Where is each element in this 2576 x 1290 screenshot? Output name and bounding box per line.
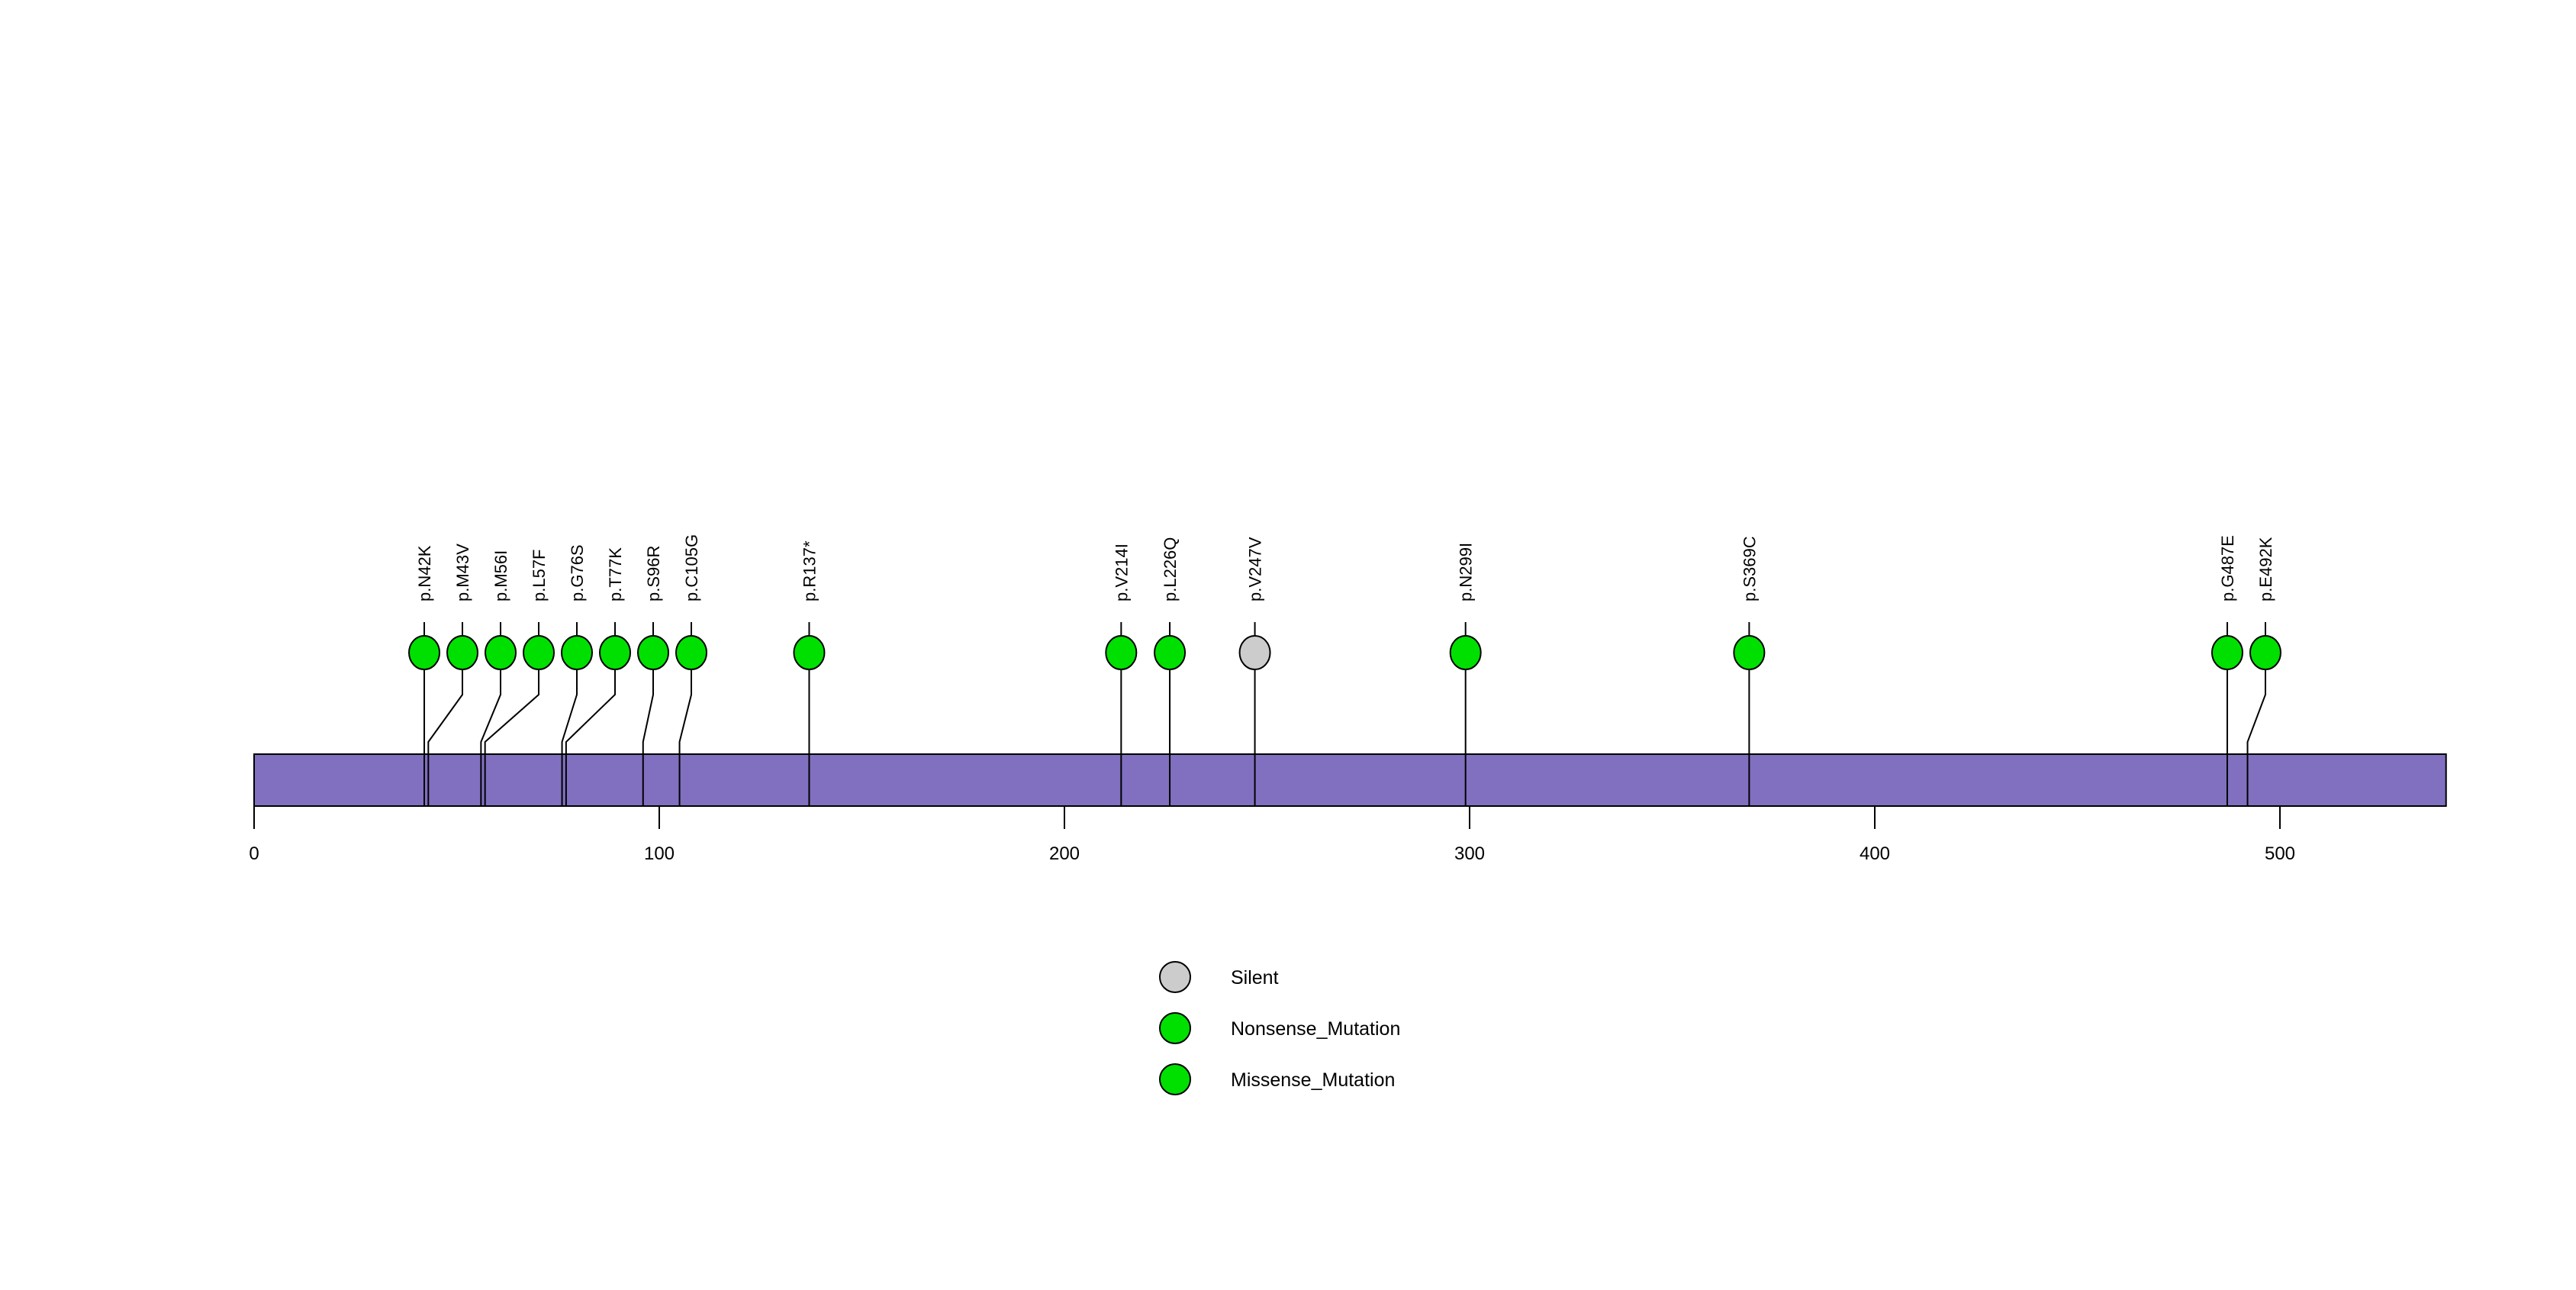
lollipop-head-pT77K[interactable] [599,635,632,670]
axis-tick-label: 200 [1049,843,1080,864]
axis-tick-label: 100 [644,843,675,864]
position-axis: 0 100 200 300 400 500 [249,806,2295,864]
mutation-label: p.S96R [644,546,663,601]
lollipop-head-pN299I[interactable] [1449,635,1482,670]
legend-swatch[interactable] [1159,1063,1191,1095]
lollipop-head-pL57F[interactable] [523,635,555,670]
lollipop-head-pV247V[interactable] [1238,635,1271,670]
lollipop-head-pM43V[interactable] [446,635,479,670]
lollipop-head-pG76S[interactable] [561,635,594,670]
lollipop-head-pC105G[interactable] [675,635,708,670]
mutation-label: p.T77K [606,547,625,601]
legend-label: Silent [1231,967,1279,988]
lollipop-head-pR137[interactable] [793,635,826,670]
lollipop-stem [642,666,655,806]
lollipop-head-pS369C[interactable] [1733,635,1766,670]
mutation-label: p.E492K [2256,537,2275,601]
mutation-label: p.L226Q [1161,537,1180,601]
mutation-label: p.L57F [530,550,549,602]
mutation-label: p.M43V [453,543,472,601]
legend-swatch[interactable] [1159,1012,1191,1044]
mutation-label: p.G487E [2218,535,2237,601]
mutation-label: p.C105G [682,534,701,601]
legend-swatch[interactable] [1159,961,1191,993]
legend-label: Missense_Mutation [1231,1069,1395,1091]
lollipop-stem [427,666,464,806]
mutation-label: p.N42K [415,545,434,601]
mutation-label: p.S369C [1740,536,1759,601]
mutation-label: p.V214I [1112,543,1131,601]
lollipop-head-pG487E[interactable] [2211,635,2243,670]
lollipop-stem [484,666,540,806]
lollipop-head-pV214I[interactable] [1105,635,1138,670]
lollipop-head-pM56I[interactable] [485,635,517,670]
mutation-label: p.G76S [568,544,587,601]
lollipop-stem [480,666,502,806]
axis-tick-label: 400 [1860,843,1890,864]
lollipop-stem [2246,666,2266,806]
lollipop-head-pE492K[interactable] [2249,635,2281,670]
legend-label: Nonsense_Mutation [1231,1018,1400,1040]
lollipop-stem [678,666,693,806]
lollipop-labels: p.N42K p.M43V p.M56I p.L57F p.G76S p.T77K p.S9… [415,534,2275,601]
lollipop-head-pN42K[interactable] [408,635,441,670]
axis-tick-label: 500 [2265,843,2295,864]
lollipop-head-pL226Q[interactable] [1154,635,1187,670]
mutation-label: p.V247V [1246,537,1265,601]
lollipop-stem [561,666,578,806]
axis-tick-label: 0 [249,843,259,864]
lollipop-head-pS96R[interactable] [637,635,670,670]
axis-tick-label: 300 [1454,843,1485,864]
mutation-label: p.M56I [491,550,510,601]
lollipop-stem [565,666,617,806]
protein-domain-bar [253,753,2447,807]
protein-backbone-rect [253,753,2447,807]
lollipop-heads [408,635,2281,670]
mutation-label: p.R137* [800,540,819,601]
mutation-label: p.N299I [1457,543,1476,601]
